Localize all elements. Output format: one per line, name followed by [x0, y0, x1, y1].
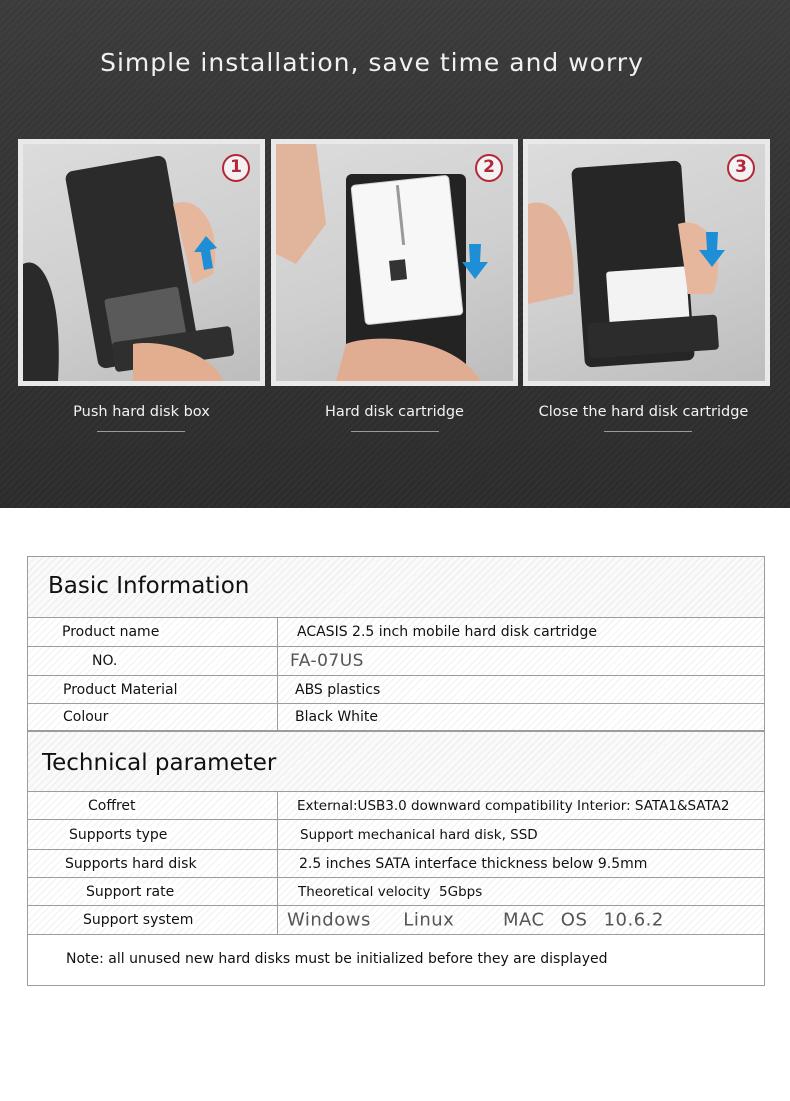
step-3-photo: 3: [523, 139, 770, 386]
row-value: ACASIS 2.5 inch mobile hard disk cartrid…: [297, 624, 597, 640]
step-number-badge: 2: [475, 154, 503, 182]
row-label: Supports hard disk: [63, 855, 199, 872]
down-arrow-icon: [462, 244, 488, 279]
basic-info-title: Basic Information: [48, 573, 250, 599]
row-value: ABS plastics: [295, 681, 381, 698]
close-cartridge-illustration: [528, 160, 725, 368]
row-label: Product Material: [61, 681, 180, 698]
enclosure-push-illustration: [23, 155, 234, 381]
step-number-badge: 1: [222, 154, 250, 182]
table-row: NO. FA-07US: [28, 647, 764, 676]
row-label: Colour: [61, 709, 111, 725]
table-row: Supports hard disk 2.5 inches SATA inter…: [28, 850, 764, 878]
technical-title: Technical parameter: [42, 750, 277, 776]
row-label: Supports type: [67, 826, 170, 843]
installation-banner: Simple installation, save time and worry…: [0, 0, 790, 508]
row-value: FA-07US: [290, 651, 364, 671]
table-row: Colour Black White: [28, 704, 764, 731]
row-value: External:USB3.0 downward compatibility I…: [297, 797, 730, 814]
row-value: Windows Linux MAC OS 10.6.2: [287, 909, 664, 931]
step-number-badge: 3: [727, 154, 755, 182]
row-label: Coffret: [86, 797, 138, 814]
note-text: Note: all unused new hard disks must be …: [66, 951, 608, 967]
down-arrow-icon: [699, 232, 725, 267]
row-value: Support mechanical hard disk, SSD: [300, 826, 538, 843]
basic-info-header: Basic Information: [28, 557, 764, 618]
table-row: Support system Windows Linux MAC OS 10.6…: [28, 906, 764, 935]
table-row: Support rate Theoretical velocity 5Gbps: [28, 878, 764, 906]
row-value: Theoretical velocity 5Gbps: [298, 883, 483, 900]
initialization-note: Note: all unused new hard disks must be …: [28, 935, 764, 985]
caption-divider: [604, 431, 692, 432]
row-label: Support rate: [84, 883, 177, 900]
caption-divider: [97, 431, 185, 432]
row-value: Black White: [295, 709, 379, 725]
table-row: Supports type Support mechanical hard di…: [28, 820, 764, 850]
table-row: Product name ACASIS 2.5 inch mobile hard…: [28, 618, 764, 647]
spec-table: Basic Information Product name ACASIS 2.…: [27, 556, 765, 986]
row-label: NO.: [90, 653, 120, 669]
step-2-photo: 2: [271, 139, 518, 386]
insert-disk-illustration: [276, 144, 488, 381]
step-1-caption: Push hard disk box: [73, 404, 210, 420]
technical-header: Technical parameter: [28, 731, 764, 792]
row-label: Product name: [60, 624, 162, 640]
banner-title: Simple installation, save time and worry: [100, 48, 644, 77]
step-3-caption: Close the hard disk cartridge: [538, 404, 749, 420]
caption-divider: [351, 431, 439, 432]
table-row: Product Material ABS plastics: [28, 676, 764, 704]
table-row: Coffret External:USB3.0 downward compati…: [28, 792, 764, 820]
step-2-caption: Hard disk cartridge: [325, 404, 464, 420]
row-label: Support system: [81, 912, 196, 928]
row-value: 2.5 inches SATA interface thickness belo…: [299, 855, 648, 872]
step-1-photo: 1: [18, 139, 265, 386]
up-arrow-icon: [194, 236, 217, 270]
